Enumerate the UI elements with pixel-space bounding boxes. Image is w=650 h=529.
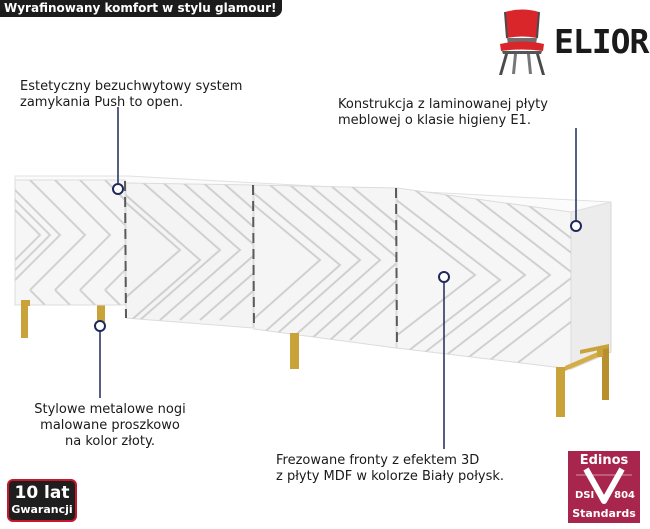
promo-banner-text: Wyrafinowany komfort w stylu glamour! [4,1,277,15]
certificate-code-left: DSI [575,490,595,501]
check-mark-icon [576,467,632,504]
callout-fronts: Frezowane fronty z efektem 3D z płyty MD… [276,453,505,484]
certificate-code-right: 804 [614,490,635,501]
callout-legs: Stylowe metalowe nogi malowane proszkowo… [34,402,186,449]
warranty-label: Gwarancji [11,503,73,516]
promo-banner: Wyrafinowany komfort w stylu glamour! [0,0,283,17]
warranty-years: 10 lat [14,483,70,503]
certificate-name: Edinos [579,453,629,468]
marker-legs [94,320,106,332]
warranty-badge: 10 lat Gwarancji [7,479,77,522]
brand-logo: ELIOR [492,8,649,76]
marker-push-system [112,183,124,195]
brand-name: ELIOR [554,22,649,61]
callout-push-system: Estetyczny bezuchwytowy system zamykania… [20,79,243,110]
marker-fronts [438,271,450,283]
callout-leaders [99,107,577,449]
callout-board: Konstrukcja z laminowanej płyty meblowej… [338,97,548,128]
marker-board [570,220,582,232]
chair-icon [499,9,545,75]
edinos-certificate: Edinos DSI 804 Standards [568,451,640,523]
certificate-standards: Standards [572,507,636,520]
